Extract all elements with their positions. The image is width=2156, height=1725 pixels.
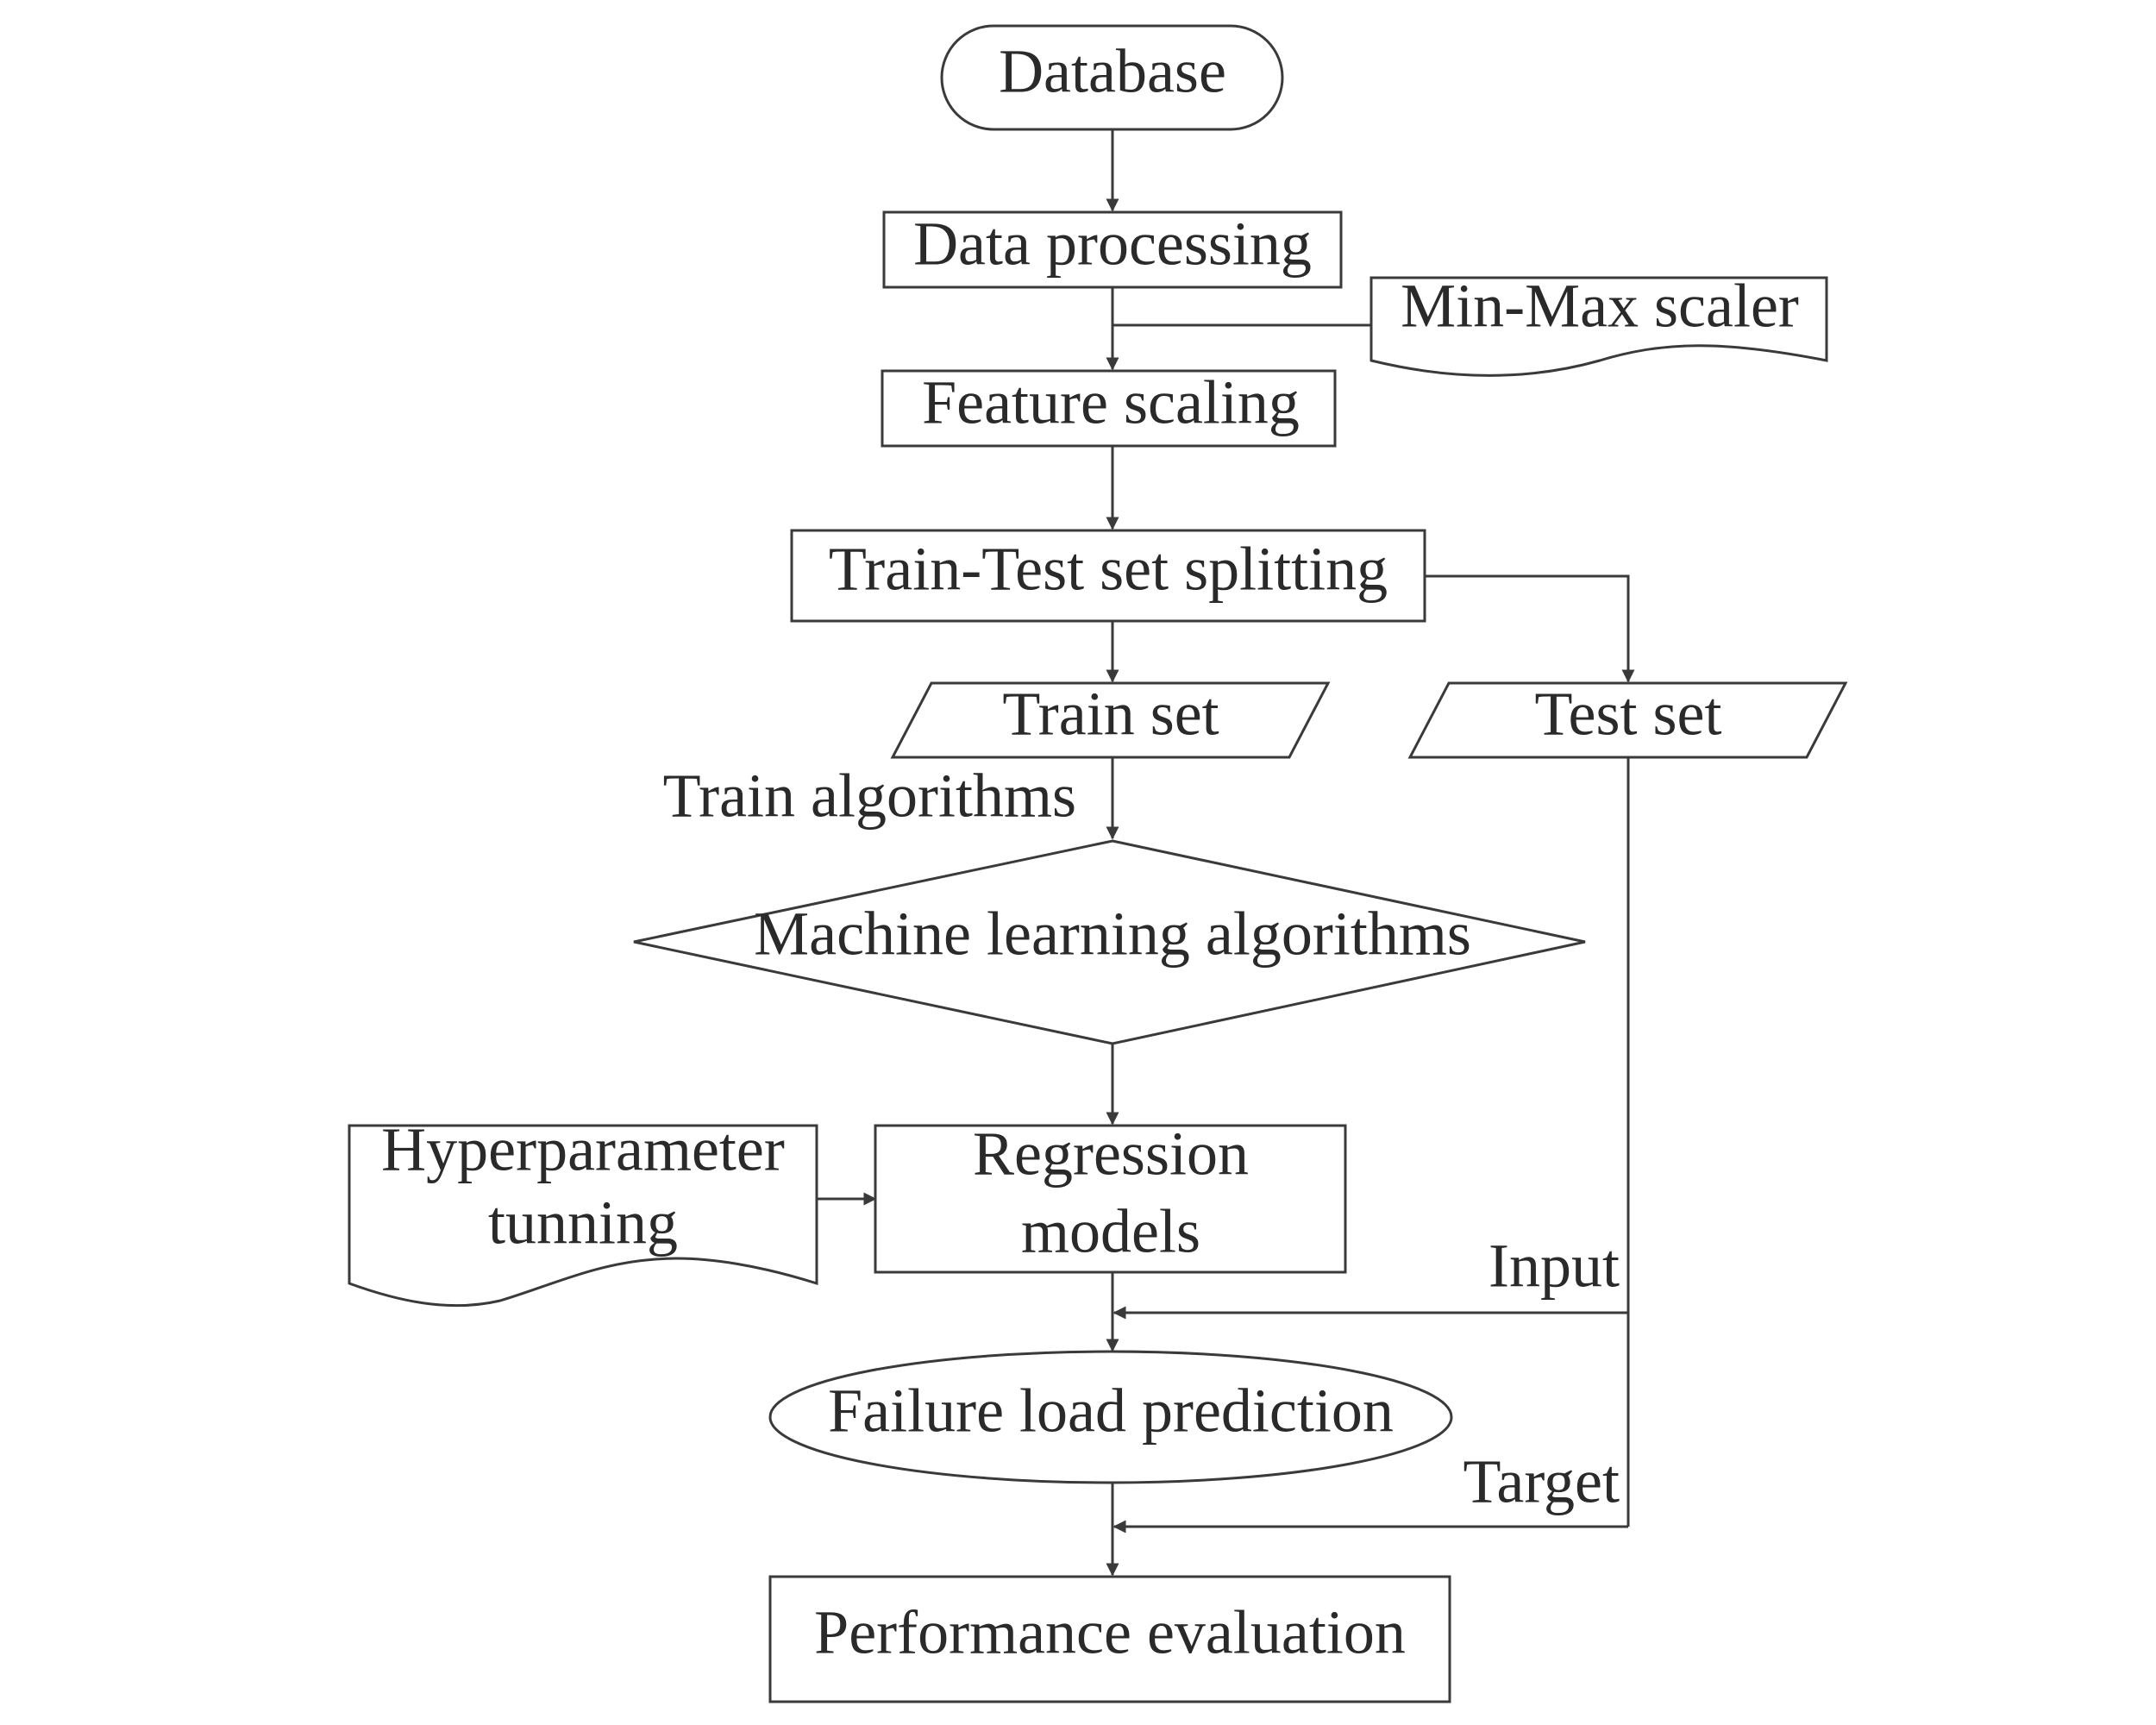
failure-load-prediction-label: Failure load prediction <box>828 1377 1394 1446</box>
node-train-test-splitting: Train-Test set splitting <box>790 529 1426 623</box>
node-data-processing: Data processing <box>882 210 1343 289</box>
node-regression-models: Regression models <box>874 1120 1347 1274</box>
regression-models-label-line1: Regression <box>973 1120 1249 1189</box>
train-set-data-shape <box>890 681 1331 759</box>
data-processing-box <box>882 210 1343 289</box>
feature-scaling-label: Feature scaling <box>922 368 1300 437</box>
node-performance-evaluation: Performance evaluation <box>768 1575 1451 1703</box>
node-test-set: Test set <box>1407 680 1848 759</box>
node-feature-scaling: Feature scaling <box>881 368 1337 448</box>
data-processing-label: Data processing <box>913 210 1312 279</box>
ml-algorithms-decision-shape <box>633 839 1586 1045</box>
min-max-scaler-document-shape <box>1369 276 1828 377</box>
input-edge-label: Input <box>1489 1232 1620 1301</box>
min-max-scaler-label: Min-Max scaler <box>1401 272 1799 341</box>
node-hyperparameter-tuning: Hyperparameter tunning <box>348 1115 818 1308</box>
feature-scaling-box <box>881 369 1337 448</box>
ml-algorithms-label: Machine learning algorithms <box>754 900 1471 969</box>
hyperparameter-label-line1: Hyperparameter <box>381 1115 785 1184</box>
train-test-splitting-box <box>790 529 1426 623</box>
node-ml-algorithms: Machine learning algorithms <box>633 839 1586 1045</box>
train-test-splitting-label: Train-Test set splitting <box>829 535 1388 604</box>
edge-splitting-to-testset <box>1425 574 1635 683</box>
node-failure-load-prediction: Failure load prediction <box>768 1350 1453 1484</box>
node-train-set: Train set <box>890 680 1331 759</box>
test-set-label: Test set <box>1535 680 1722 749</box>
node-min-max-scaler: Min-Max scaler <box>1369 272 1828 377</box>
failure-load-prediction-ellipse <box>768 1350 1453 1484</box>
hyperparameter-document-shape <box>348 1124 818 1308</box>
target-edge-label: Target <box>1463 1447 1620 1516</box>
database-terminator-shape <box>940 24 1284 131</box>
performance-evaluation-box <box>768 1575 1451 1703</box>
database-label: Database <box>999 37 1226 106</box>
performance-evaluation-label: Performance evaluation <box>814 1598 1406 1667</box>
test-set-data-shape <box>1407 681 1848 759</box>
regression-models-label-line2: models <box>1021 1197 1200 1266</box>
hyperparameter-label-line2: tunning <box>488 1189 678 1258</box>
train-set-label: Train set <box>1002 680 1219 749</box>
train-algorithms-edge-label: Train algorithms <box>663 762 1076 831</box>
edges <box>817 129 1635 1577</box>
regression-models-box <box>874 1124 1347 1274</box>
node-database: Database <box>940 24 1284 131</box>
